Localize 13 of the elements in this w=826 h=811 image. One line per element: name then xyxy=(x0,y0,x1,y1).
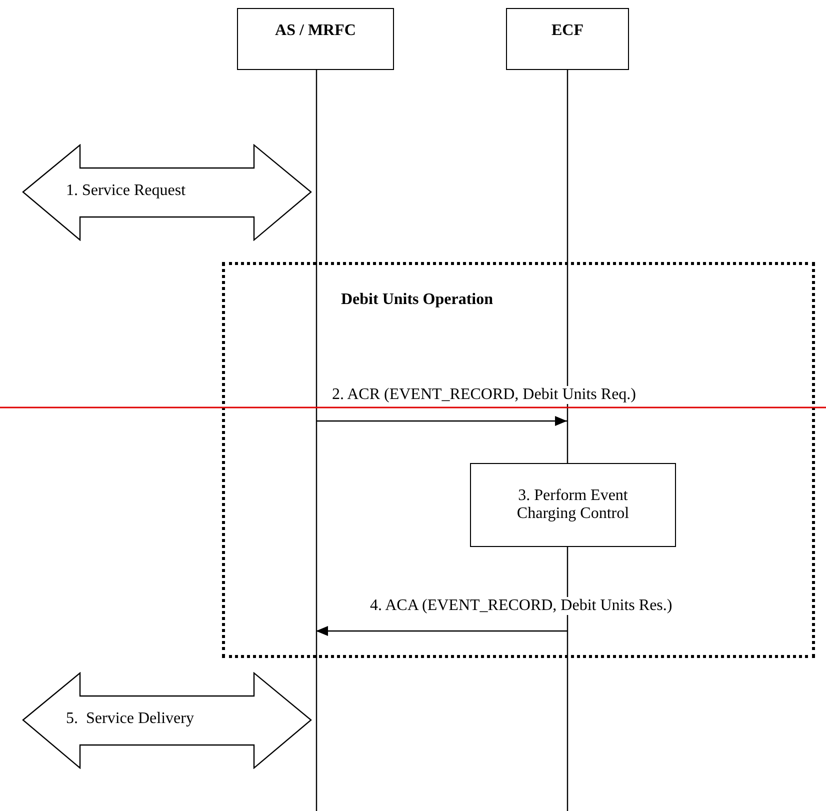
frame-title: Debit Units Operation xyxy=(341,291,493,309)
message-arrow xyxy=(316,416,567,426)
participant-name: ECF xyxy=(550,22,584,40)
edge-label: 2. ACR (EVENT_RECORD, Debit Units Req.) xyxy=(332,386,636,404)
edge-label: 4. ACA (EVENT_RECORD, Debit Units Res.) xyxy=(370,597,672,615)
process-text: 3. Perform Event Charging Control xyxy=(516,487,630,523)
message-arrow xyxy=(316,626,567,636)
message-text: 1. Service Request xyxy=(66,182,186,200)
message-text: 5. Service Delivery xyxy=(66,710,194,728)
double-arrow xyxy=(22,144,312,241)
double-arrow xyxy=(22,672,312,769)
process-box xyxy=(470,463,676,547)
participant-name: AS / MRFC xyxy=(274,22,357,40)
